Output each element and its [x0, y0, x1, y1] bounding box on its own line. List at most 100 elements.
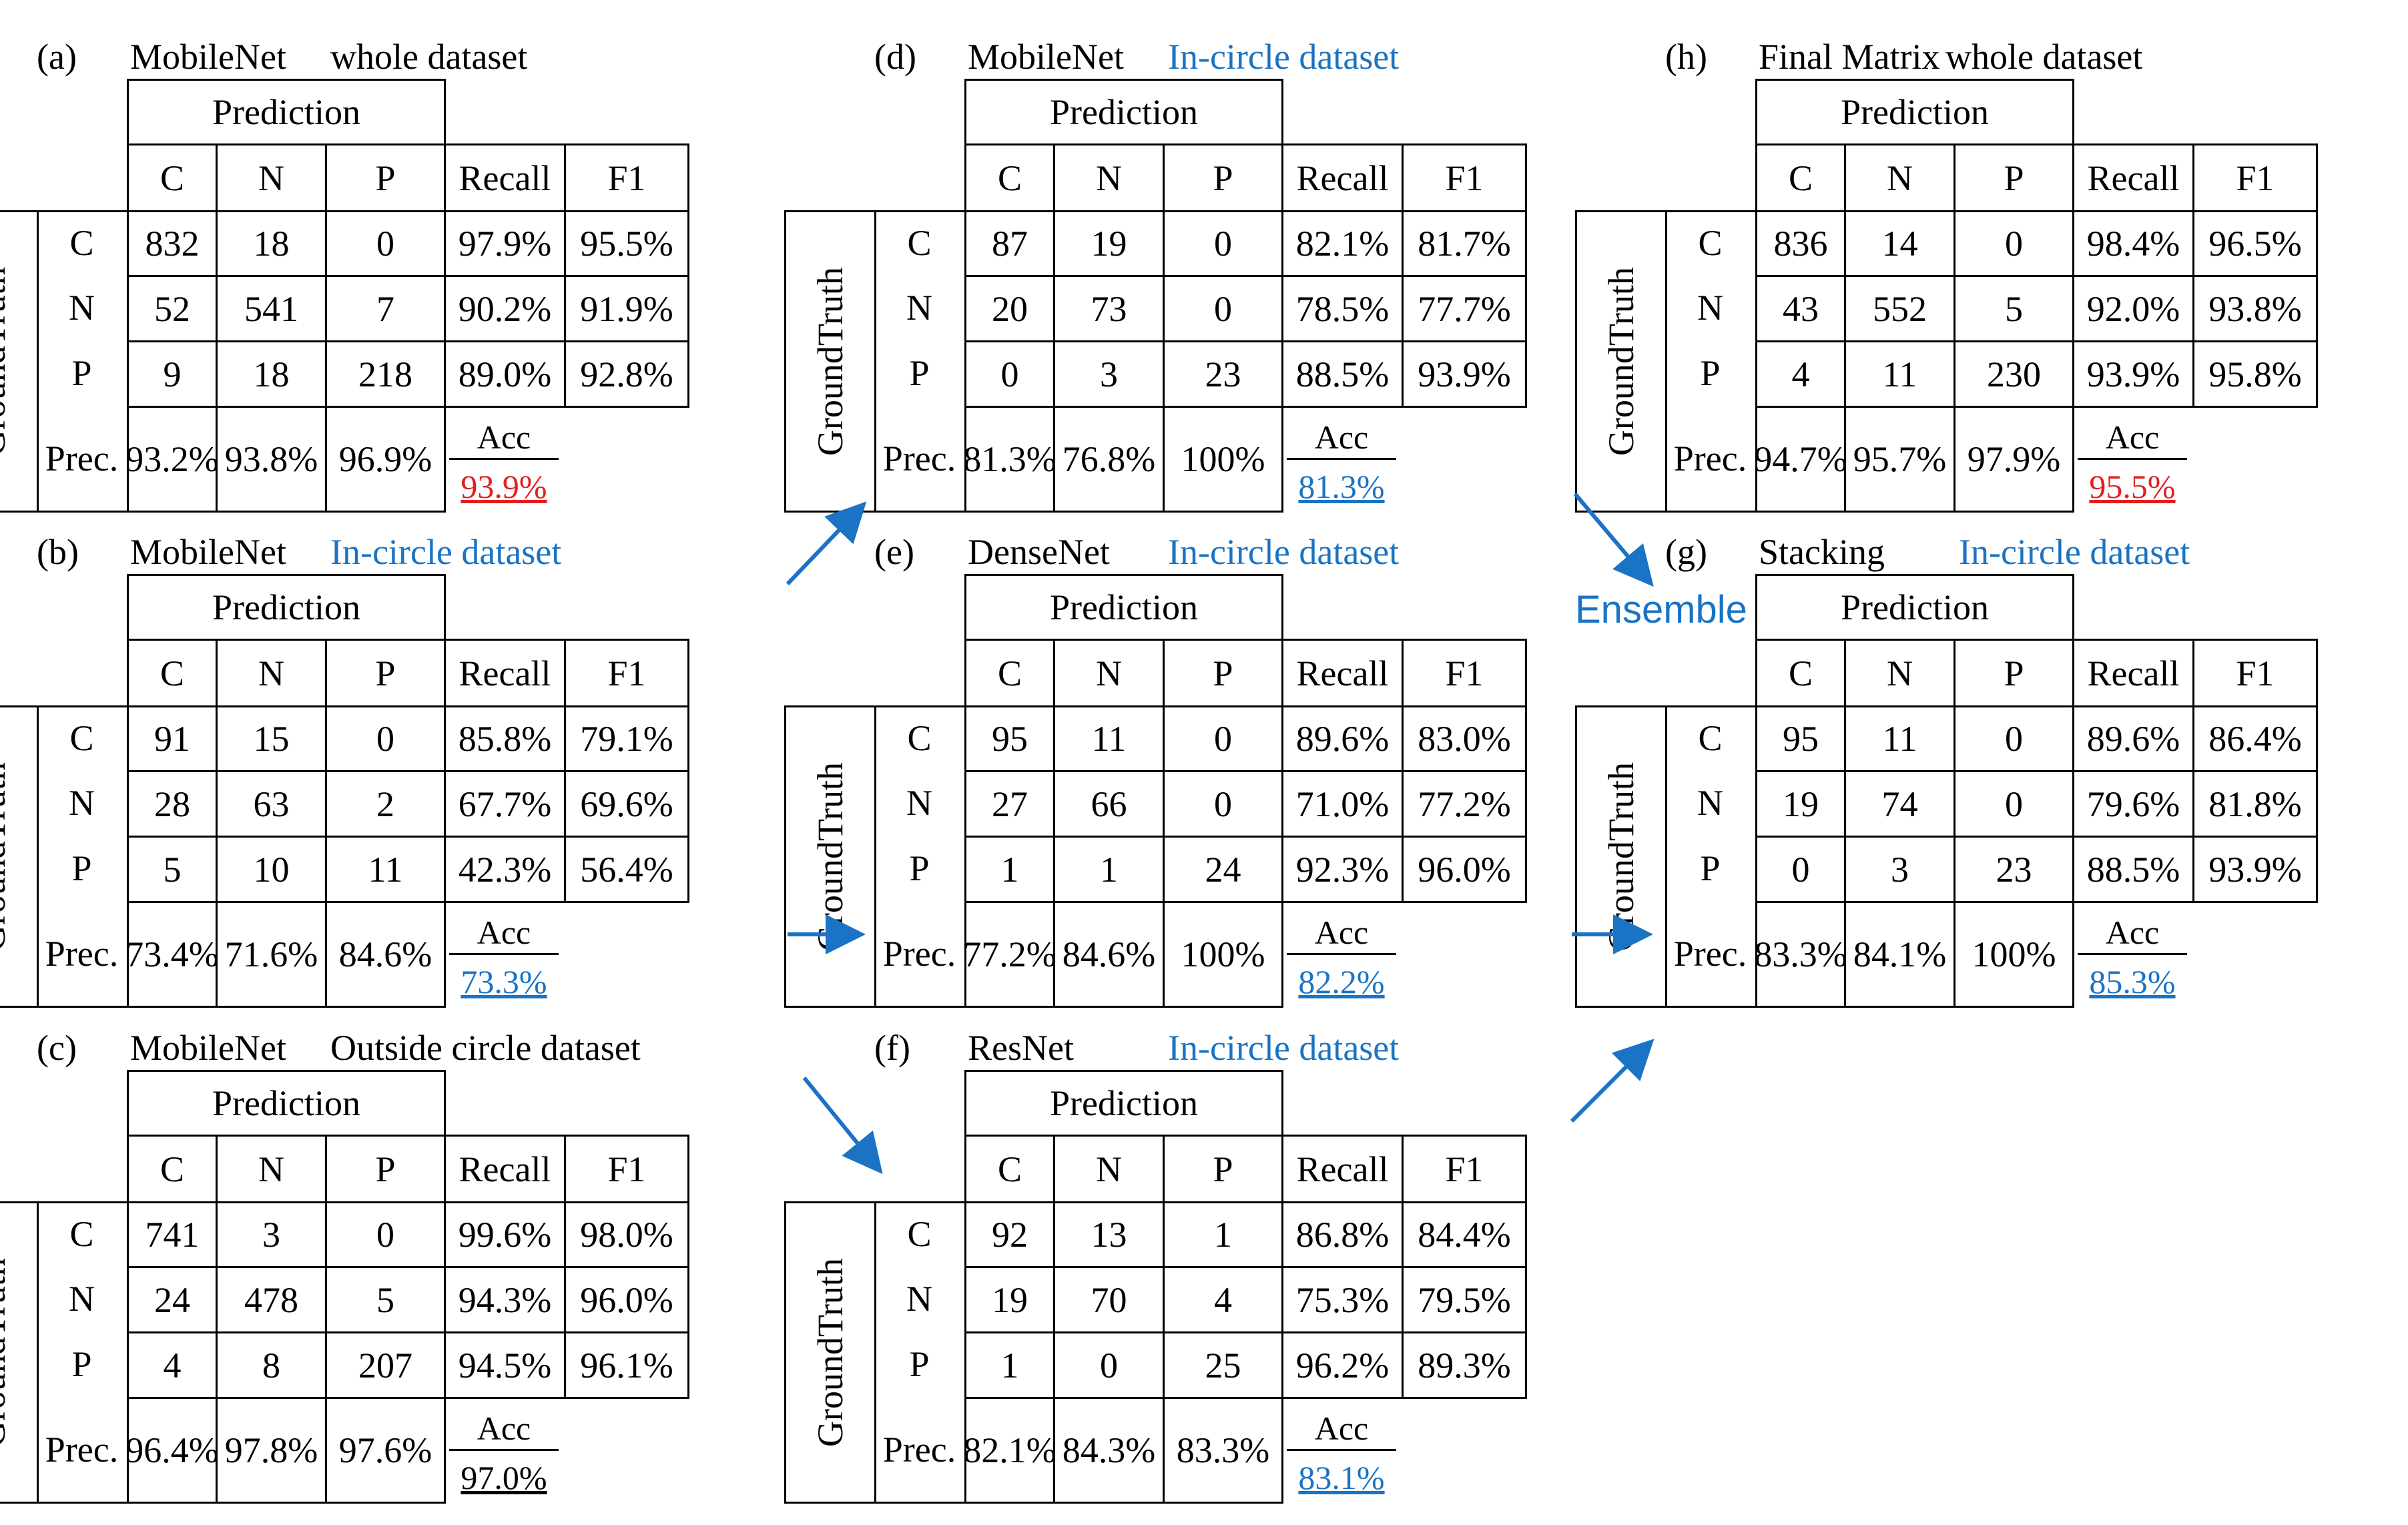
prediction-header: Prediction: [127, 574, 446, 641]
truth-class-label-n: N: [69, 1279, 95, 1319]
truth-class-label-p: P: [71, 353, 92, 393]
accuracy-label: Acc: [2105, 418, 2160, 456]
recall-cell: 90.2%: [444, 275, 566, 342]
groundtruth-label: GroundTruth: [0, 210, 39, 513]
accuracy-label: Acc: [1314, 418, 1369, 456]
recall-cell: 89.6%: [1281, 705, 1404, 772]
count-cell: 24: [127, 1266, 218, 1333]
count-cell: 1: [1053, 836, 1165, 903]
precision-cell: 100%: [1163, 406, 1283, 513]
truth-class-label-p: P: [909, 353, 930, 393]
f1-cell: 89.3%: [1402, 1331, 1527, 1399]
groundtruth-text: GroundTruth: [810, 761, 850, 952]
truth-class-label-c: C: [1698, 717, 1723, 758]
pred-class-header-c: C: [1755, 143, 1846, 212]
count-cell: 20: [964, 275, 1055, 342]
pred-class-header-n: N: [1844, 639, 1955, 707]
f1-cell: 79.1%: [564, 705, 689, 772]
count-cell: 7: [325, 275, 446, 342]
groundtruth-text: GroundTruth: [0, 266, 13, 456]
count-cell: 11: [1844, 705, 1955, 772]
count-cell: 3: [1053, 340, 1165, 408]
pred-class-header-p: P: [325, 1135, 446, 1203]
dataset-name: In-circle dataset: [1168, 1028, 1400, 1068]
prec-label: Prec.: [882, 933, 956, 974]
precision-cell: 97.9%: [1953, 406, 2074, 513]
panel-label: (c): [37, 1028, 77, 1068]
count-cell: 18: [216, 340, 327, 408]
panel-label: (h): [1665, 37, 1707, 77]
pred-class-header-c: C: [964, 639, 1055, 707]
count-cell: 5: [127, 836, 218, 903]
count-cell: 24: [1163, 836, 1283, 903]
accuracy-value: 93.9%: [461, 468, 547, 505]
prec-label: Prec.: [45, 933, 119, 974]
precision-cell: 95.7%: [1844, 406, 1955, 513]
model-name: Final Matrix: [1759, 37, 1940, 77]
truth-class-label-n: N: [906, 288, 932, 328]
count-cell: 0: [1953, 770, 2074, 838]
f1-cell: 92.8%: [564, 340, 689, 408]
f1-cell: 69.6%: [564, 770, 689, 838]
recall-cell: 85.8%: [444, 705, 566, 772]
precision-cell: 96.9%: [325, 406, 446, 513]
count-cell: 3: [1844, 836, 1955, 903]
pred-class-header-p: P: [325, 639, 446, 707]
count-cell: 43: [1755, 275, 1846, 342]
groundtruth-text: GroundTruth: [0, 761, 13, 952]
precision-cell: 100%: [1953, 901, 2074, 1008]
pred-class-header-c: C: [127, 1135, 218, 1203]
truth-class-label-n: N: [1697, 783, 1723, 823]
count-cell: 0: [325, 210, 446, 277]
f1-cell: 77.7%: [1402, 275, 1527, 342]
pred-class-header-p: P: [1953, 143, 2074, 212]
recall-cell: 89.6%: [2072, 705, 2194, 772]
accuracy-divider: [2078, 458, 2187, 460]
count-cell: 9: [127, 340, 218, 408]
recall-cell: 88.5%: [2072, 836, 2194, 903]
count-cell: 1: [964, 836, 1055, 903]
truth-class-label-n: N: [69, 783, 95, 823]
panel-label: (e): [874, 532, 914, 572]
f1-cell: 77.2%: [1402, 770, 1527, 838]
accuracy-value: 82.2%: [1298, 963, 1385, 1000]
recall-cell: 94.3%: [444, 1266, 566, 1333]
accuracy-divider: [2078, 953, 2187, 955]
accuracy-divider: [1287, 953, 1396, 955]
f1-header: F1: [2192, 639, 2318, 707]
recall-header: Recall: [444, 1135, 566, 1203]
accuracy-label: Acc: [1314, 1410, 1369, 1447]
precision-cell: 84.6%: [1053, 901, 1165, 1008]
accuracy-divider: [1287, 1449, 1396, 1451]
f1-cell: 93.8%: [2192, 275, 2318, 342]
pred-class-header-n: N: [1053, 143, 1165, 212]
model-name: DenseNet: [968, 532, 1110, 572]
truth-class-label-n: N: [906, 1279, 932, 1319]
accuracy-divider: [449, 1449, 559, 1451]
f1-cell: 56.4%: [564, 836, 689, 903]
panel-label: (f): [874, 1028, 910, 1068]
recall-cell: 82.1%: [1281, 210, 1404, 277]
truth-class-label-p: P: [909, 1344, 930, 1384]
f1-cell: 79.5%: [1402, 1266, 1527, 1333]
f1-cell: 96.0%: [1402, 836, 1527, 903]
prediction-header: Prediction: [127, 1070, 446, 1137]
recall-cell: 71.0%: [1281, 770, 1404, 838]
truth-class-label-c: C: [907, 222, 932, 263]
truth-class-label-c: C: [907, 1213, 932, 1254]
recall-cell: 92.3%: [1281, 836, 1404, 903]
truth-class-label-c: C: [69, 1213, 94, 1254]
count-cell: 0: [325, 705, 446, 772]
recall-header: Recall: [2072, 639, 2194, 707]
f1-cell: 81.8%: [2192, 770, 2318, 838]
f1-cell: 81.7%: [1402, 210, 1527, 277]
count-cell: 0: [1163, 210, 1283, 277]
accuracy-value: 81.3%: [1298, 468, 1385, 505]
count-cell: 27: [964, 770, 1055, 838]
count-cell: 2: [325, 770, 446, 838]
count-cell: 28: [127, 770, 218, 838]
